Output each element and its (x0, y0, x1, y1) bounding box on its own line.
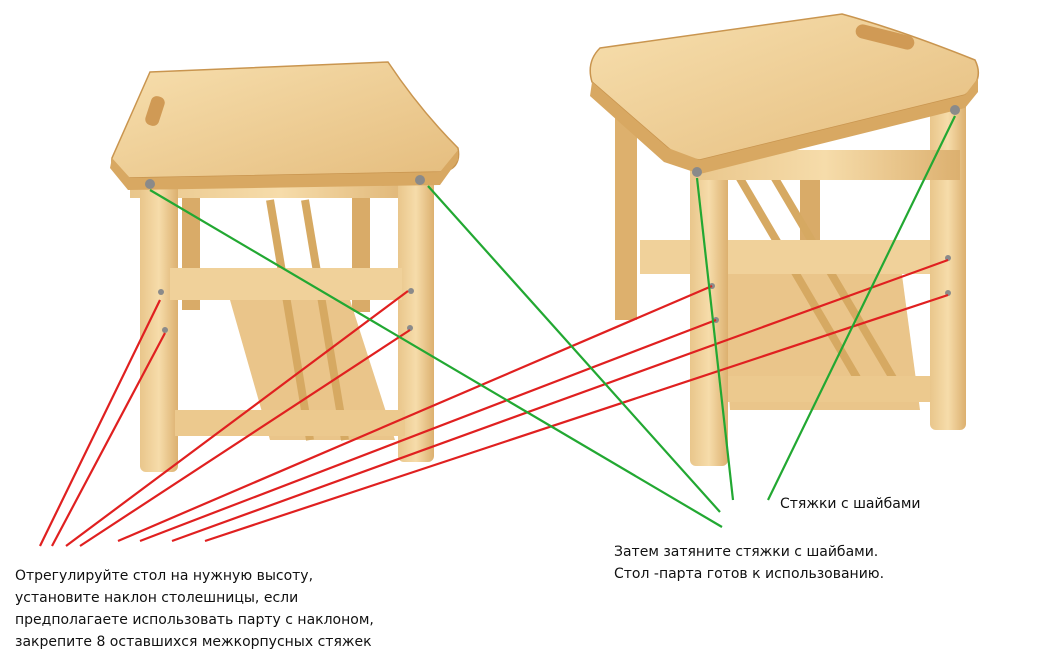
leg-front-right (398, 172, 434, 462)
caption-left-line-3: предполагаете использовать парту с накло… (15, 612, 374, 628)
green-leader-lines (149, 115, 956, 528)
floor-slats (230, 300, 395, 440)
caption-left-line-4: закрепите 8 оставшихся межкорпусных стяж… (15, 634, 372, 650)
leg-back-left-r (615, 110, 637, 320)
desk-left (110, 61, 460, 472)
tabletop-left (111, 61, 460, 179)
leg-front-left (140, 172, 178, 472)
stretcher-mid-r (640, 240, 940, 274)
handle-slot-left (145, 96, 165, 126)
handle-slot-right (855, 24, 915, 50)
caption-left-line-2: установите наклон столешницы, если (15, 590, 299, 606)
caption-left: Отрегулируйте стол на нужную высоту, уст… (15, 565, 374, 653)
washers-label: Стяжки с шайбами (780, 496, 921, 512)
caption-right: Затем затяните стяжки с шайбами. Стол -п… (614, 541, 884, 585)
floor-slats-r (720, 260, 920, 410)
bolts-left (145, 175, 425, 333)
stretcher-mid (170, 268, 402, 300)
stretcher-low (175, 410, 405, 436)
red-leader-lines (39, 258, 949, 547)
caption-left-line-1: Отрегулируйте стол на нужную высоту, (15, 568, 314, 584)
caption-right-line-2: Стол -парта готов к использованию. (614, 566, 885, 582)
leg-front-right-r (930, 100, 966, 430)
stretcher-low-r (700, 376, 930, 402)
desk-right (589, 13, 980, 466)
leg-front-left-r (690, 160, 728, 466)
caption-right-line-1: Затем затяните стяжки с шайбами. (614, 544, 879, 560)
